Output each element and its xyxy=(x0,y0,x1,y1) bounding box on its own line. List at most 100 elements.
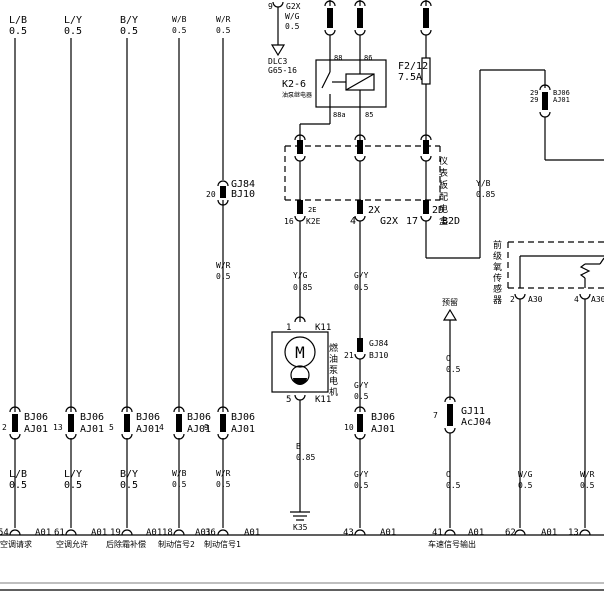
pump-name: 燃油泵电机 xyxy=(327,342,338,398)
top-wire-size: 0.5 xyxy=(216,26,231,35)
connector-pin: 20 xyxy=(206,190,216,199)
ecu-connector-row: 54 A01 空调请求 61 A01 空调允许 19 A01 后除霜补偿 18 … xyxy=(0,528,604,591)
panel-code: G2X xyxy=(380,216,398,227)
connector-pin: 9 xyxy=(268,2,273,11)
top-wire-size: 0.5 xyxy=(120,26,138,37)
bottom-wire-size: 0.5 xyxy=(64,480,82,491)
ecu-pin: 61 xyxy=(54,528,65,538)
connector-label: GJ84 xyxy=(369,339,388,348)
ecu-pin: 36 xyxy=(205,528,216,538)
connector-pin: 5 xyxy=(109,423,114,432)
bottom-wire-size: 0.5 xyxy=(120,480,138,491)
wire-color: B xyxy=(296,442,301,451)
top-wire-color: B/Y xyxy=(120,15,138,26)
relay-desc: 油泵继电器 xyxy=(282,91,312,99)
gy-branch: G/Y 0.5 GJ84 21 BJ10 G/Y 0.5 10 BJ06 AJ0… xyxy=(344,221,395,528)
connector-pin: 21 xyxy=(344,351,354,360)
connector-label: GJ84 xyxy=(231,179,255,190)
wire-size: 0.5 xyxy=(285,22,300,31)
wire-color: G/Y xyxy=(354,271,369,280)
dlc-code: G65-16 xyxy=(268,66,297,75)
panel-cavity: 2D xyxy=(432,205,444,216)
relay-pin: 85 xyxy=(365,111,373,119)
connector-label: BJ06 xyxy=(80,412,104,423)
sensor-pin: 2 xyxy=(510,295,515,304)
connector-label: BJ10 xyxy=(231,189,255,200)
connector-label: AJ01 xyxy=(231,424,255,435)
connector-label: AJ01 xyxy=(136,424,160,435)
ecu-pin: 54 xyxy=(0,528,9,538)
bottom-wire-color: W/R xyxy=(216,469,231,478)
connector-label: AJ01 xyxy=(24,424,48,435)
ground-code: K35 xyxy=(293,523,308,532)
fuel-pump-branch: Y/G 0.85 1 K11 M 燃油泵电机 5 K11 B 0.85 K35 xyxy=(271,221,338,532)
connector-label: BJ06 xyxy=(24,412,48,423)
connector-pin: 10 xyxy=(344,423,354,432)
ecu-code: A01 xyxy=(244,528,260,538)
wire-size: 0.85 xyxy=(476,190,495,199)
connector-label: AJ01 xyxy=(187,424,211,435)
connector-label: BJ06 xyxy=(136,412,160,423)
dlc-name: DLC3 xyxy=(268,57,287,66)
ecu-label: 后除霜补偿 xyxy=(106,539,146,549)
pump-code: K11 xyxy=(315,395,331,405)
ecu-code: A01 xyxy=(468,528,484,538)
connector-pin: 29 xyxy=(530,96,538,104)
ecu-label: 制动信号1 xyxy=(204,539,241,549)
connector-label: BJ10 xyxy=(369,351,388,360)
panel-pin: 4 xyxy=(350,216,356,227)
ecu-label: 空调请求 xyxy=(0,539,32,549)
bottom-wire-color: L/Y xyxy=(64,469,82,480)
top-wire-size: 0.5 xyxy=(172,26,187,35)
fuse-rating: 7.5A xyxy=(398,72,422,83)
panel-label: 仪表板配电盒 xyxy=(437,156,448,228)
bottom-wire-size: 0.5 xyxy=(216,480,231,489)
ecu-label: 车速信号输出 xyxy=(428,539,476,549)
pump-icon xyxy=(293,378,307,385)
panel-pin: 16 xyxy=(284,217,294,226)
wire-size: 0.5 xyxy=(354,392,369,401)
pump-pin: 1 xyxy=(286,323,291,333)
bottom-wire-labels: L/B 0.5 L/Y 0.5 B/Y 0.5 W/B 0.5 W/R 0.5 xyxy=(9,469,231,491)
connector-row-bj06: 2 BJ06 AJ01 13 BJ06 AJ01 5 BJ06 AJ01 4 B… xyxy=(2,406,255,440)
reserve-arrow-icon xyxy=(442,308,458,321)
wire-color: W/G xyxy=(285,12,300,21)
relay-pin: 86 xyxy=(364,54,372,62)
sensor-code: A30 xyxy=(591,295,604,304)
connector-label: BJ06 xyxy=(187,412,211,423)
wire-size: 0.5 xyxy=(354,283,369,292)
motor-icon: M xyxy=(295,343,305,362)
wire-color: W/R xyxy=(580,470,595,479)
yb-wire: Y/B 0.85 29 29 BJ06 AJ01 xyxy=(425,69,604,259)
top-wire-size: 0.5 xyxy=(9,26,27,37)
connector-label: AJ01 xyxy=(80,424,104,435)
relay-name: K2-6 xyxy=(282,79,306,90)
wire-color: Y/B xyxy=(476,179,491,188)
ecu-pin: 19 xyxy=(110,528,121,538)
left-wire-lines xyxy=(14,38,224,528)
wire-color: Y/G xyxy=(293,271,308,280)
fuse-f2-12: F2/12 7.5A xyxy=(398,0,432,140)
ecu-label: 空调允许 xyxy=(56,539,88,549)
sensor-pin: 4 xyxy=(574,295,579,304)
connector-label: BJ06 xyxy=(231,412,255,423)
wire-size: 0.5 xyxy=(216,272,231,281)
panel-cavity: 2E xyxy=(308,206,316,214)
ecu-pin: 18 xyxy=(162,528,173,538)
wire-color: G/Y xyxy=(354,381,369,390)
reserve-branch: 预留 O 0.5 7 GJ11 AcJ04 O 0.5 xyxy=(433,297,491,528)
panel-cavity: 2X xyxy=(368,205,380,216)
ecu-pin: 62 xyxy=(505,528,516,538)
connector-label: AJ01 xyxy=(371,424,395,435)
connector-label: AJ01 xyxy=(553,96,570,104)
wire-color: G/Y xyxy=(354,470,369,479)
top-wire-color: W/R xyxy=(216,15,231,24)
ecu-code: A01 xyxy=(380,528,396,538)
wire-size: 0.85 xyxy=(293,283,312,292)
sensor-code: A30 xyxy=(528,295,543,304)
instrument-panel-junction-box: 2E 16 K2E 2X 4 G2X 2D 17 B2D 仪表板配电盒 xyxy=(284,134,460,228)
ecu-code: A01 xyxy=(91,528,107,538)
panel-pin: 17 xyxy=(406,216,418,227)
ecu-code: A01 xyxy=(195,528,211,538)
